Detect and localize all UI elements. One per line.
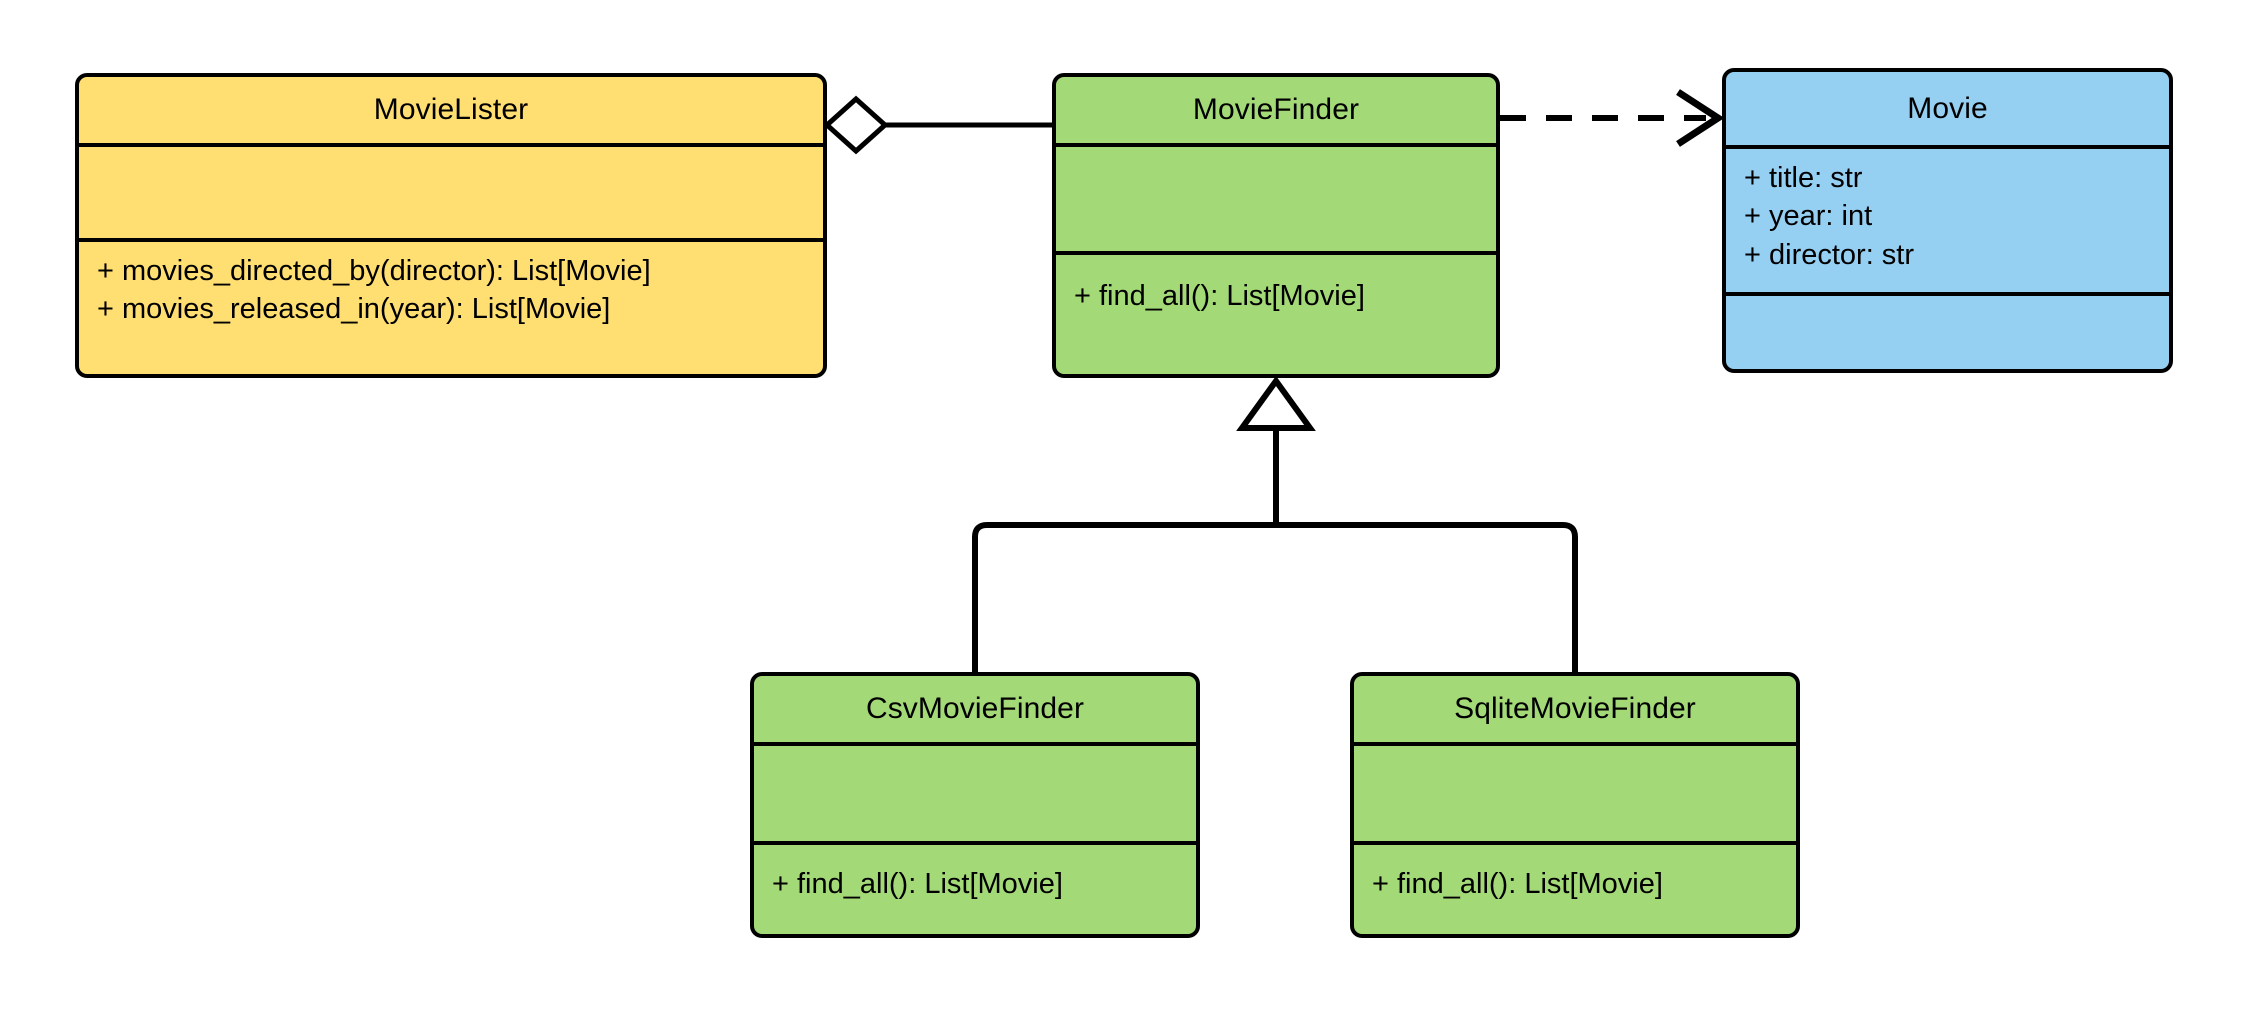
attributes-compartment-movie-lister (79, 143, 823, 238)
methods-compartment-movie-lister: + movies_directed_by(director): List[Mov… (79, 238, 823, 374)
methods-compartment-movie-finder: + find_all(): List[Movie] (1056, 251, 1496, 374)
hollow-triangle-icon (1236, 375, 1316, 431)
class-box-csv-movie-finder[interactable]: CsvMovieFinder + find_all(): List[Movie] (750, 672, 1200, 938)
attributes-compartment-movie-finder (1056, 143, 1496, 251)
dependency-finder-movie (1500, 89, 1725, 147)
class-box-sqlite-movie-finder[interactable]: SqliteMovieFinder + find_all(): List[Mov… (1350, 672, 1800, 938)
method-item: + movies_released_in(year): List[Movie] (97, 293, 611, 326)
class-name-csv-movie-finder: CsvMovieFinder (865, 692, 1085, 725)
class-box-movie-finder[interactable]: MovieFinder + find_all(): List[Movie] (1052, 73, 1500, 378)
attributes-compartment-csv-movie-finder (754, 742, 1196, 841)
attributes-compartment-sqlite-movie-finder (1354, 742, 1796, 841)
methods-compartment-sqlite-movie-finder: + find_all(): List[Movie] (1354, 841, 1796, 934)
class-name-sqlite-movie-finder: SqliteMovieFinder (1454, 692, 1696, 725)
attribute-item: + year: int (1744, 200, 1873, 233)
open-arrow-icon (1676, 89, 1725, 147)
class-name-movie-lister: MovieLister (373, 93, 529, 126)
aggregation-lister-finder (823, 95, 1052, 155)
method-item: + find_all(): List[Movie] (1372, 868, 1663, 900)
class-box-movie[interactable]: Movie + title: str + year: int + directo… (1722, 68, 2173, 373)
methods-compartment-movie (1726, 292, 2169, 369)
attributes-compartment-movie: + title: str + year: int + director: str (1726, 145, 2169, 292)
class-name-movie-finder: MovieFinder (1192, 93, 1360, 126)
methods-compartment-csv-movie-finder: + find_all(): List[Movie] (754, 841, 1196, 934)
method-item: + find_all(): List[Movie] (772, 868, 1063, 900)
class-name-movie: Movie (1907, 91, 1988, 125)
method-item: + movies_directed_by(director): List[Mov… (97, 255, 651, 287)
generalization-bus (972, 522, 1578, 672)
class-box-movie-lister[interactable]: MovieLister + movies_directed_by(directo… (75, 73, 827, 378)
attribute-item: + title: str (1744, 162, 1863, 194)
method-item: + find_all(): List[Movie] (1074, 280, 1365, 312)
attribute-item: + director: str (1744, 238, 1915, 271)
hollow-diamond-icon (823, 95, 889, 155)
generalization-tree (972, 375, 1578, 672)
